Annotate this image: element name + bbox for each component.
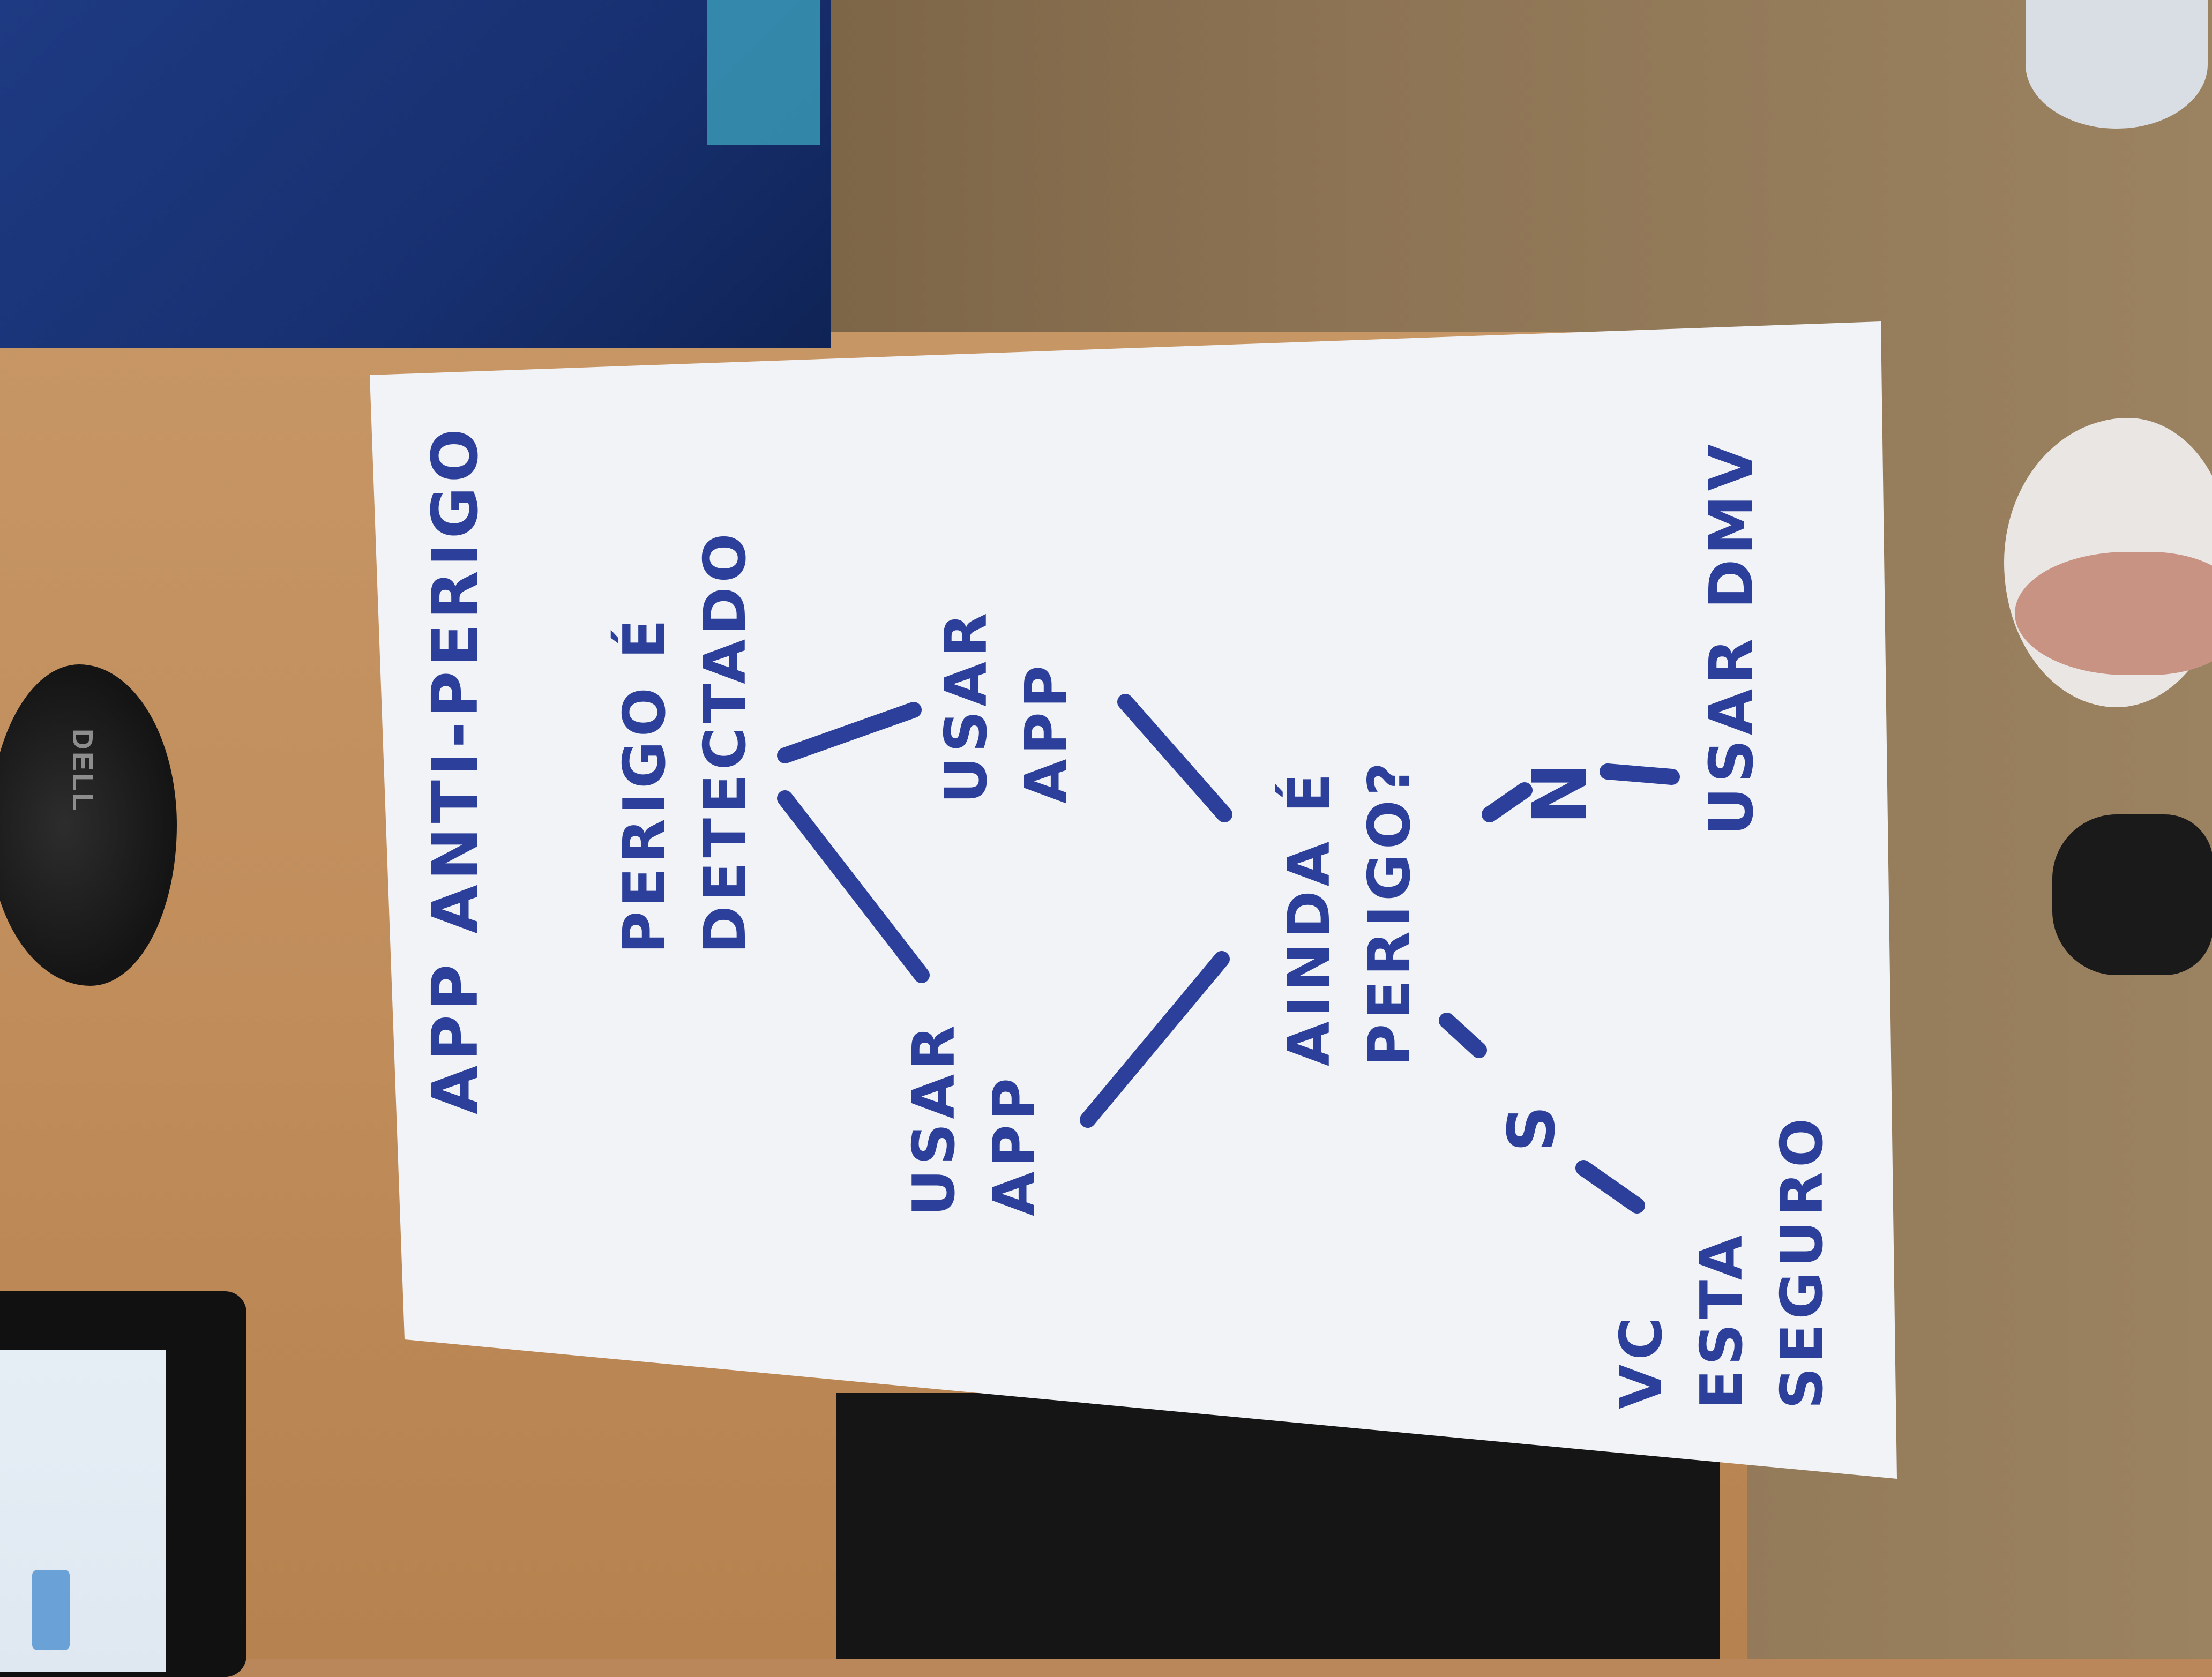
- foot: [2015, 552, 2212, 675]
- edge-label-no: N: [1517, 758, 1604, 825]
- edge-use-app-left-to-question: [1080, 951, 1230, 1128]
- diagram-title: APP ANTI-PERIGO: [418, 424, 492, 1114]
- diagram-edges: [777, 694, 1680, 1214]
- edge-yes-to-safe: [1575, 1160, 1645, 1214]
- edge-question-to-no: [1482, 782, 1533, 822]
- shoe: [2052, 814, 2212, 975]
- edge-label-yes: S: [1495, 1102, 1570, 1152]
- tablet-screen: [0, 1350, 166, 1672]
- edge-start-to-use-app-left: [777, 790, 930, 983]
- paper-sheet: [370, 321, 1897, 1479]
- edge-no-to-dmv: [1600, 763, 1680, 785]
- sandal: [2026, 0, 2208, 129]
- blue-chair: [0, 0, 831, 348]
- edge-question-to-yes: [1439, 1013, 1487, 1058]
- edge-start-to-use-app-right: [777, 702, 922, 763]
- node-usar-dmv: USAR DMV: [1697, 440, 1767, 836]
- computer-mouse: [0, 664, 177, 986]
- edge-use-app-right-to-question: [1117, 694, 1232, 822]
